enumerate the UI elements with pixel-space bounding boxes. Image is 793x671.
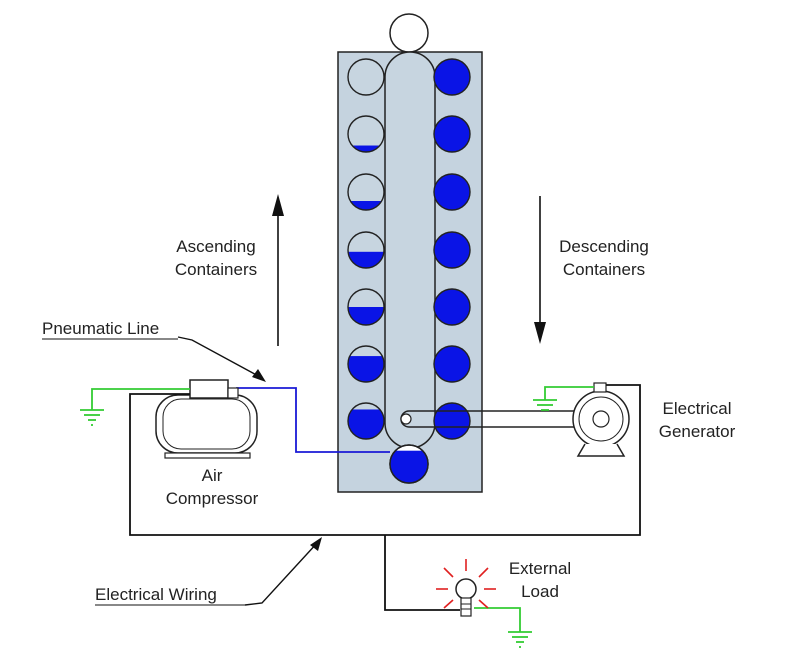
ascending-container-outline	[347, 231, 385, 269]
up-arrow	[272, 194, 284, 346]
bottom-container	[389, 444, 429, 484]
ascending-label-line2: Containers	[175, 260, 257, 279]
descending-container-outline	[433, 402, 471, 440]
pneumatic-line-label: Pneumatic Line	[42, 319, 159, 338]
light-bulb-icon	[436, 559, 496, 617]
ascending-container-outline	[347, 402, 385, 440]
ascending-container-outline	[347, 345, 385, 383]
air-compressor-label-line2: Compressor	[166, 489, 259, 508]
ascending-container-water	[348, 201, 384, 210]
container-belt	[384, 51, 436, 449]
descending-label-line1: Descending	[559, 237, 649, 256]
descending-containers	[433, 58, 471, 440]
generator-icon	[572, 382, 630, 457]
descending-container-outline	[433, 173, 471, 211]
air-compressor-label-line1: Air	[202, 466, 223, 485]
ascending-label-line1: Ascending	[176, 237, 255, 256]
external-load-label-line2: Load	[521, 582, 559, 601]
ground-symbol-icon	[80, 386, 594, 648]
ascending-container-outline	[347, 58, 385, 96]
descending-container-outline	[433, 231, 471, 269]
ascending-container	[348, 59, 384, 95]
descending-container-outline	[433, 58, 471, 96]
top-pulley	[389, 13, 429, 53]
ascending-container-outline	[347, 173, 385, 211]
descending-label-line2: Containers	[563, 260, 645, 279]
ascending-container	[348, 116, 384, 152]
electrical-generator-label-line2: Generator	[659, 422, 736, 441]
descending-container-outline	[433, 345, 471, 383]
down-arrow	[534, 196, 546, 344]
electrical-wiring	[129, 384, 641, 611]
ascending-container-water	[348, 251, 384, 268]
ascending-containers	[347, 58, 385, 440]
electrical-generator-label-line1: Electrical	[663, 399, 732, 418]
descending-container-water	[434, 174, 470, 210]
descending-container-water	[434, 289, 470, 325]
wiring-pointer	[244, 537, 322, 606]
descending-container-water	[434, 346, 470, 382]
external-load-label-line1: External	[509, 559, 571, 578]
ascending-container-outline	[347, 115, 385, 153]
descending-container-water	[434, 59, 470, 95]
descending-container-outline	[433, 115, 471, 153]
descending-container-water	[434, 403, 470, 439]
descending-container-water	[434, 116, 470, 152]
descending-container-water	[434, 232, 470, 268]
air-compressor-icon	[155, 379, 258, 459]
ascending-container-water	[348, 307, 384, 325]
descending-container-outline	[433, 288, 471, 326]
ascending-container-water	[348, 145, 384, 152]
pneumatic-pointer	[177, 336, 266, 382]
ascending-container-outline	[347, 288, 385, 326]
electrical-wiring-label: Electrical Wiring	[95, 585, 217, 604]
